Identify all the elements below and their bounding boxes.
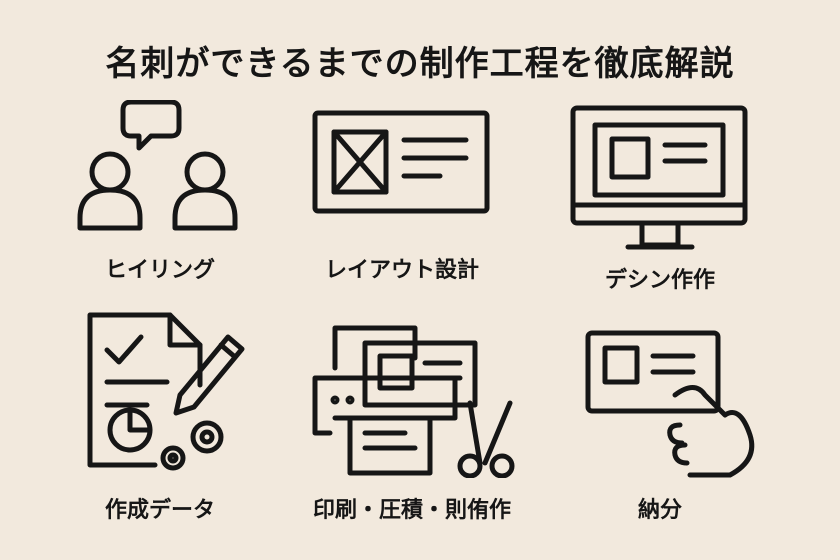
card-in-hand-icon	[585, 330, 775, 480]
step-label-delivery: 納分	[637, 498, 682, 523]
document-edit-icon	[85, 310, 255, 475]
step-label-design: デシン作作	[604, 268, 715, 293]
layout-wireframe-icon	[312, 110, 492, 215]
step-label-printing: 印刷・圧積・則侑作	[312, 498, 511, 523]
page-title: 名刺ができるまでの制作工程を徹底解説	[105, 44, 735, 84]
step-label-hearing: ヒイリング	[104, 258, 215, 283]
step-label-data-creation: 作成データ	[104, 498, 215, 523]
step-label-layout: レイアウト設計	[324, 258, 479, 283]
monitor-design-icon	[570, 105, 750, 255]
printer-cutting-icon	[310, 318, 520, 478]
meeting-icon	[75, 100, 245, 235]
